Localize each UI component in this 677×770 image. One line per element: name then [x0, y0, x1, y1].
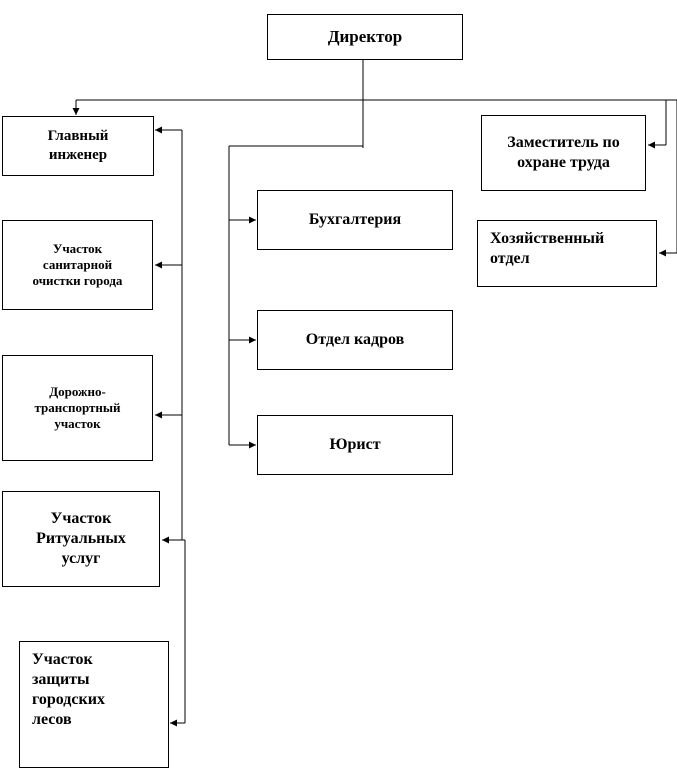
chief-engineer-box: Главный инженер — [2, 116, 154, 176]
forest-protection-box: Участок защиты городских лесов — [19, 641, 169, 768]
household-department-box: Хозяйственный отдел — [477, 220, 657, 287]
safety-deputy-box: Заместитель по охране труда — [481, 115, 646, 191]
hr-department-box: Отдел кадров — [257, 310, 453, 370]
director-box: Директор — [267, 14, 463, 60]
road-transport-box: Дорожно- транспортный участок — [2, 355, 153, 461]
lawyer-box: Юрист — [257, 415, 453, 475]
sanitation-box: Участок санитарной очистки города — [2, 220, 153, 310]
ritual-services-box: Участок Ритуальных услуг — [2, 491, 160, 587]
accounting-box: Бухгалтерия — [257, 190, 453, 250]
